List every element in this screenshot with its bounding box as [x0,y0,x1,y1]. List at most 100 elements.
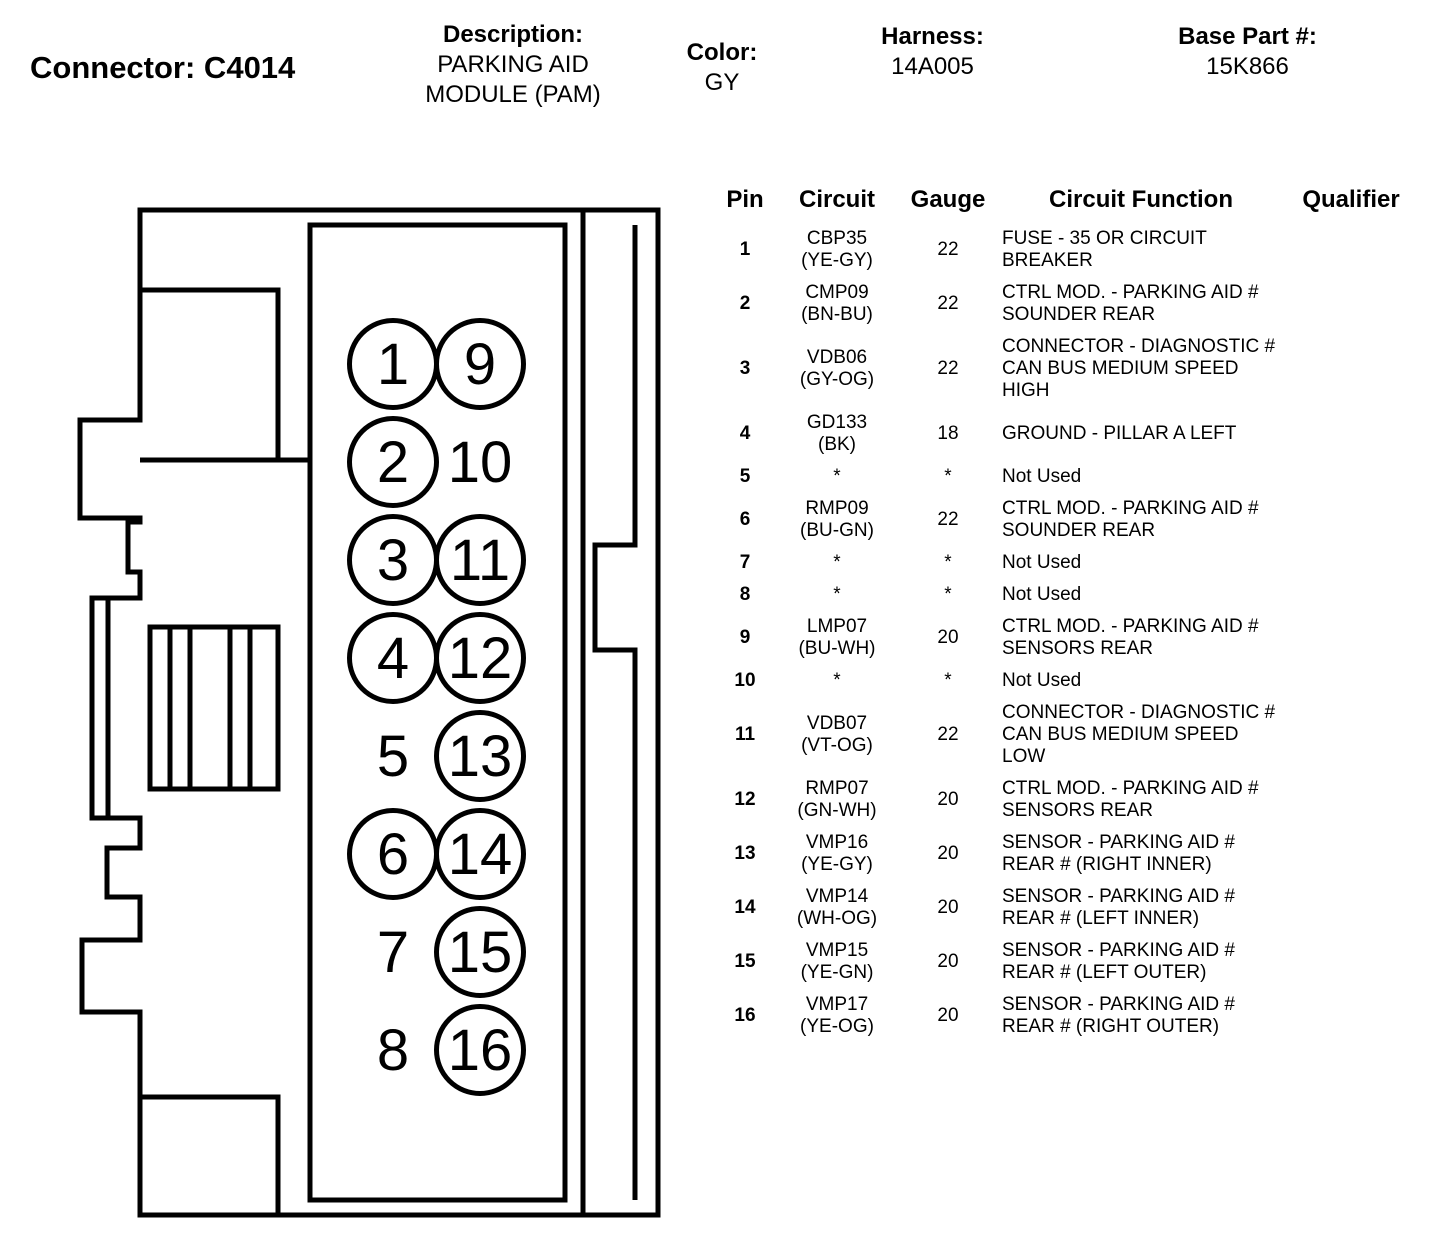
table-row-pin-7: 7**Not Used [716,552,1422,574]
circuit-code: GD133 [806,412,868,433]
cell-pin: 4 [739,423,751,444]
circuit-code: * [833,466,841,487]
circuit-color: (BU-WH) [798,638,876,659]
top-left-ledge [140,287,310,463]
cell-circuit: VDB07(VT-OG) [774,713,900,757]
base-part-block: Base Part #: 15K866 [1135,22,1360,82]
cell-pin: 7 [739,552,751,573]
cell-circuit: LMP07(BU-WH) [774,616,900,660]
circuit-code: VDB07 [806,713,868,734]
pin-3-circle: 3 [347,514,439,606]
table-row-pin-8: 8**Not Used [716,584,1422,606]
circuit-code: RMP07 [805,778,869,799]
circuit-code: * [833,670,841,691]
circuit-color: (GN-WH) [797,800,877,821]
cell-function: SENSOR - PARKING AID # REAR # (RIGHT OUT… [1002,994,1235,1037]
cell-pin: 1 [739,239,751,260]
col-header-pin: Pin [726,186,764,213]
circuit-color: (WH-OG) [796,908,878,929]
cell-pin: 14 [734,897,756,918]
col-header-circuit: Circuit [798,186,875,213]
cell-pin: 16 [734,1005,756,1026]
cell-function: CTRL MOD. - PARKING AID # SENSORS REAR [1002,778,1259,821]
cell-circuit: RMP07(GN-WH) [774,778,900,822]
cell-function: SENSOR - PARKING AID # REAR # (LEFT OUTE… [1002,940,1235,983]
pin-14-circle: 14 [434,808,526,900]
description-value: PARKING AID MODULE (PAM) [425,51,601,108]
cell-pin: 9 [739,627,751,648]
cell-function: GROUND - PILLAR A LEFT [1002,423,1237,444]
pinout-table: Pin Circuit Gauge Circuit Function Quali… [716,186,1422,1038]
circuit-code: VMP14 [805,886,869,907]
circuit-color: (BK) [818,434,856,455]
color-value: GY [704,69,740,96]
cell-function: SENSOR - PARKING AID # REAR # (RIGHT INN… [1002,832,1235,875]
cell-function: FUSE - 35 OR CIRCUIT BREAKER [1002,228,1207,271]
circuit-color: (YE-GN) [800,962,874,983]
cell-circuit: VMP15(YE-GN) [774,940,900,984]
cell-gauge: 20 [937,897,959,918]
pin-8-number: 8 [376,1017,410,1083]
cell-circuit: * [774,552,900,574]
pin-4-circle: 4 [347,612,439,704]
circuit-code: VMP15 [805,940,869,961]
cell-pin: 12 [734,789,756,810]
right-wall-notch [592,225,638,1200]
circuit-code: RMP09 [805,498,869,519]
pin-2-circle: 2 [347,416,439,508]
harness-block: Harness: 14A005 [845,22,1020,82]
cell-pin: 11 [734,724,756,745]
circuit-color: (BU-GN) [800,520,874,541]
pin-9-circle: 9 [434,318,526,410]
pin-1-circle: 1 [347,318,439,410]
circuit-color: (YE-GY) [801,250,873,271]
cell-gauge: * [944,584,952,605]
color-label: Color: [686,39,758,66]
cell-pin: 3 [739,358,751,379]
base-part-label: Base Part #: [1178,23,1317,50]
circuit-code: VMP17 [805,994,869,1015]
circuit-color: (GY-OG) [799,369,875,390]
cell-gauge: 20 [937,843,959,864]
table-header: Pin Circuit Gauge Circuit Function Quali… [716,186,1422,214]
cell-function: SENSOR - PARKING AID # REAR # (LEFT INNE… [1002,886,1235,929]
cell-circuit: VMP16(YE-GY) [774,832,900,876]
cell-circuit: GD133(BK) [774,412,900,456]
color-block: Color: GY [656,38,788,98]
cell-gauge: 18 [937,423,959,444]
mounting-comb [147,624,281,792]
cell-circuit: * [774,466,900,488]
cell-pin: 15 [734,951,756,972]
cell-function: CTRL MOD. - PARKING AID # SENSORS REAR [1002,616,1259,659]
cell-circuit: CMP09(BN-BU) [774,282,900,326]
cell-gauge: 22 [937,358,959,379]
cell-gauge: 22 [937,724,959,745]
pin-cavity-outline [307,222,568,1203]
cell-circuit: VMP14(WH-OG) [774,886,900,930]
circuit-code: CMP09 [805,282,869,303]
table-row-pin-14: 14 VMP14(WH-OG) 20 SENSOR - PARKING AID # R… [716,886,1422,930]
cell-function: CTRL MOD. - PARKING AID # SOUNDER REAR [1002,498,1259,541]
cell-circuit: * [774,670,900,692]
cell-gauge: 22 [937,239,959,260]
cell-function: Not Used [1002,466,1082,487]
cell-pin: 8 [739,584,751,605]
bottom-left-ledge [140,1094,281,1215]
cell-gauge: 22 [937,293,959,314]
pin-13-circle: 13 [434,710,526,802]
cell-pin: 6 [739,509,751,530]
circuit-color: (VT-OG) [801,735,873,756]
cell-gauge: 22 [937,509,959,530]
base-part-value: 15K866 [1206,53,1289,80]
pin-16-circle: 16 [434,1004,526,1096]
connector-title: Connector: C4014 [30,50,296,85]
pin-11-circle: 11 [434,514,526,606]
cell-function: CTRL MOD. - PARKING AID # SOUNDER REAR [1002,282,1259,325]
